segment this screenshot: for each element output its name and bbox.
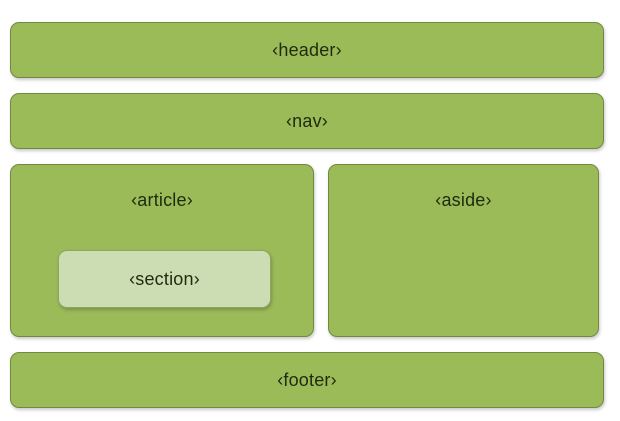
footer-block: ‹footer› <box>10 352 604 408</box>
header-block: ‹header› <box>10 22 604 78</box>
section-block: ‹section› <box>58 250 271 308</box>
nav-label: ‹nav› <box>285 110 328 131</box>
nav-block: ‹nav› <box>10 93 604 149</box>
aside-block: ‹aside› <box>328 164 599 337</box>
header-label: ‹header› <box>272 39 342 60</box>
section-label: ‹section› <box>129 268 200 289</box>
footer-label: ‹footer› <box>277 369 337 390</box>
article-label: ‹article› <box>131 190 193 210</box>
aside-label: ‹aside› <box>435 190 492 210</box>
